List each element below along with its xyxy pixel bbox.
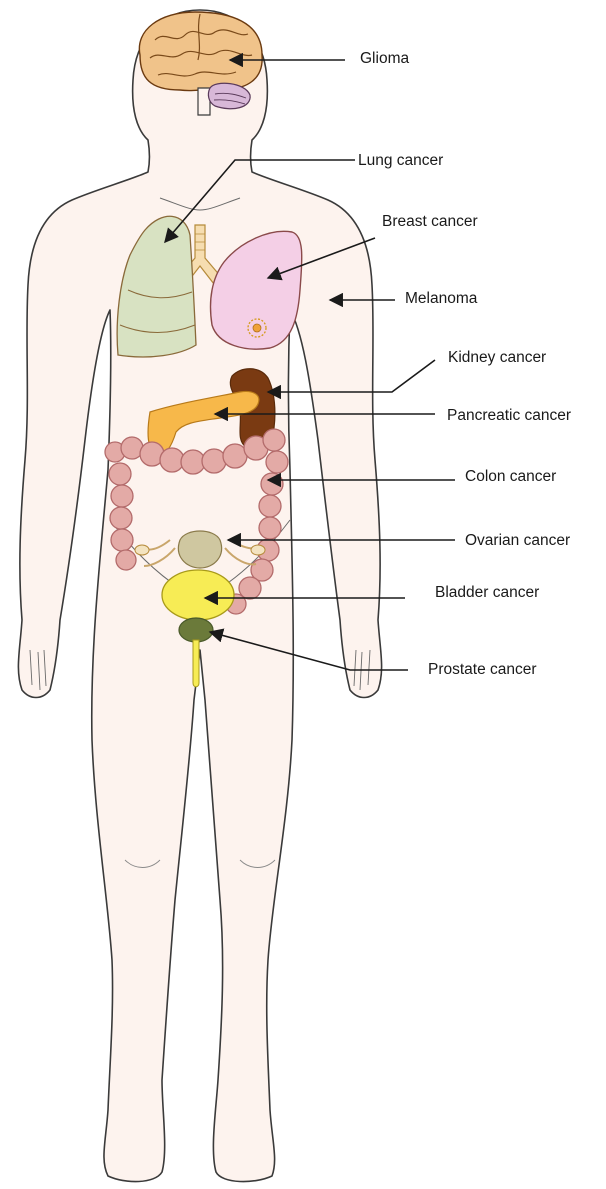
label-prostate-cancer: Prostate cancer	[428, 661, 537, 678]
bladder	[162, 570, 234, 620]
label-ovarian-cancer: Ovarian cancer	[465, 532, 570, 549]
urethra	[193, 640, 199, 687]
prostate	[179, 618, 213, 642]
label-glioma: Glioma	[360, 50, 409, 67]
label-kidney-cancer: Kidney cancer	[448, 349, 546, 366]
label-lung-cancer: Lung cancer	[358, 152, 443, 169]
label-colon-cancer: Colon cancer	[465, 468, 556, 485]
label-bladder-cancer: Bladder cancer	[435, 584, 539, 601]
labels: Glioma Lung cancer Breast cancer Melanom…	[358, 50, 571, 678]
label-melanoma: Melanoma	[405, 290, 478, 307]
label-pancreatic-cancer: Pancreatic cancer	[447, 407, 571, 424]
label-breast-cancer: Breast cancer	[382, 213, 478, 230]
